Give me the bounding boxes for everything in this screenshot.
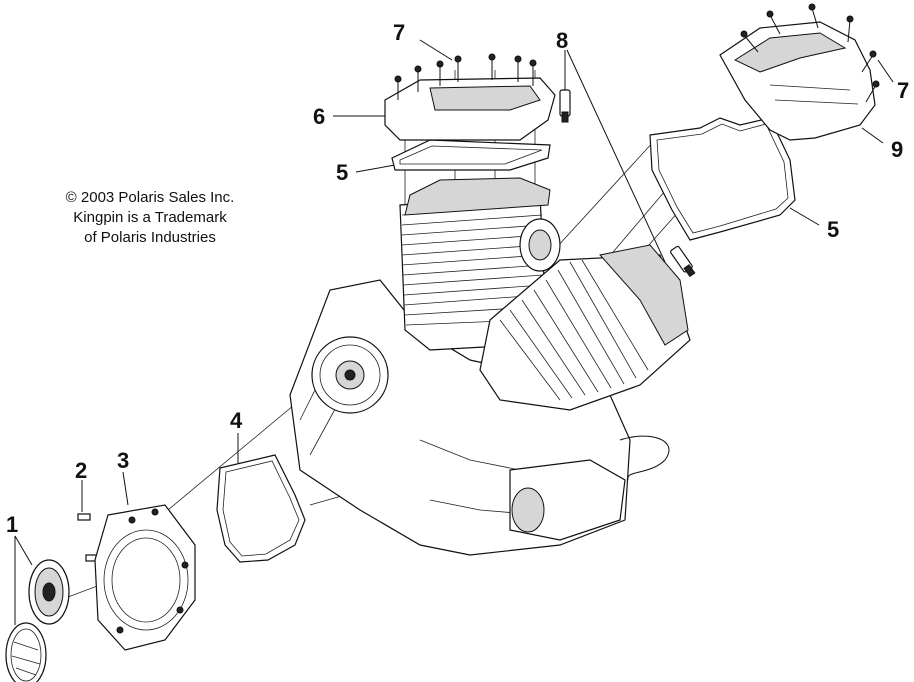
part-8-spark-plugs — [559, 89, 696, 278]
callout-8: 8 — [556, 28, 568, 53]
copyright-line-2: Kingpin is a Trademark — [73, 209, 227, 226]
callout-7-rear: 7 — [897, 78, 909, 103]
callout-7-front: 7 — [393, 20, 405, 45]
callout-2: 2 — [75, 458, 87, 483]
copyright-line-1: © 2003 Polaris Sales Inc. — [65, 189, 235, 206]
part-1-badge-cover — [5, 559, 70, 682]
part-4-gasket — [216, 454, 306, 563]
part-5-head-gasket-front — [391, 139, 551, 171]
part-9-valve-cover-rear — [719, 21, 876, 141]
copyright-notice: © 2003 Polaris Sales Inc. Kingpin is a T… — [30, 188, 270, 248]
callout-1: 1 — [6, 512, 18, 537]
callout-3: 3 — [117, 448, 129, 473]
callout-9: 9 — [891, 137, 903, 162]
callout-5-front: 5 — [336, 160, 348, 185]
copyright-line-3: of Polaris Industries — [84, 229, 216, 246]
leader-lines — [14, 39, 894, 625]
part-6-valve-cover-front — [384, 77, 556, 141]
engine-block — [289, 177, 691, 556]
callout-4: 4 — [230, 408, 243, 433]
callout-5-rear: 5 — [827, 217, 839, 242]
part-7-bolts-rear — [740, 3, 880, 103]
part-7-bolts-front — [394, 53, 537, 100]
callouts: 7 8 6 5 5 9 7 4 3 2 1 — [6, 20, 909, 537]
part-5-rocker-gasket-rear — [649, 117, 796, 241]
part-3-timing-cover — [94, 504, 196, 651]
callout-6: 6 — [313, 104, 325, 129]
